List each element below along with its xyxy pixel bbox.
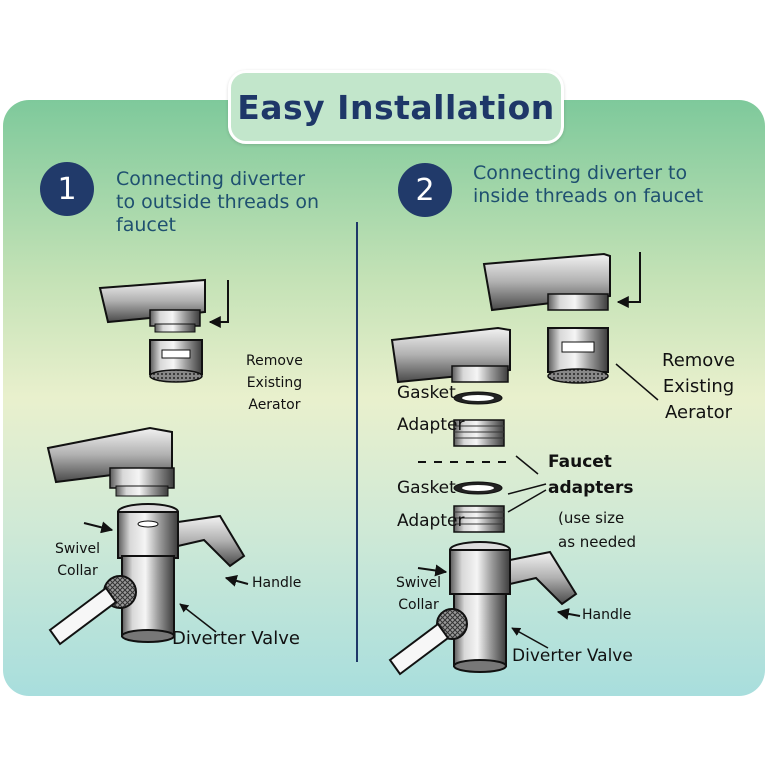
step-2-number: 2 xyxy=(415,172,435,208)
water-tube-icon xyxy=(48,586,118,646)
label-gasket-1: Gasket xyxy=(397,383,456,403)
step-1-number: 1 xyxy=(57,171,77,207)
label-swivel-collar-2: Swivel Collar xyxy=(396,575,442,613)
label-remove-aerator-1: Remove Existing Aerator xyxy=(246,353,303,413)
title-banner: Easy Installation xyxy=(228,70,564,144)
label-diverter-valve-1: Diverter Valve xyxy=(172,628,300,649)
faucet-spout-icon xyxy=(390,326,511,384)
diverter-valve-icon xyxy=(436,541,578,673)
aerator-icon xyxy=(149,339,203,383)
faucet-spout-icon xyxy=(98,278,206,333)
diverter-valve-icon xyxy=(103,503,246,643)
label-gasket-2: Gasket xyxy=(397,478,456,498)
label-use-size: (use size as needed xyxy=(558,509,637,551)
label-remove-aerator-2: Remove Existing Aerator xyxy=(662,350,736,423)
step-2-instruction: Connecting diverter to inside threads on… xyxy=(473,162,704,207)
label-adapter-1: Adapter xyxy=(397,415,465,435)
label-diverter-valve-2: Diverter Valve xyxy=(512,646,633,666)
step-1-number-badge: 1 xyxy=(40,162,94,216)
gasket-icon xyxy=(453,481,503,495)
column-divider xyxy=(356,222,358,662)
label-swivel-collar-1: Swivel Collar xyxy=(55,541,101,579)
adapter-icon xyxy=(453,505,505,533)
step-1-instruction: Connecting diverter to outside threads o… xyxy=(116,168,320,236)
aerator-icon xyxy=(547,327,609,384)
gasket-icon xyxy=(453,391,503,405)
step-2-number-badge: 2 xyxy=(398,163,452,217)
adapter-icon xyxy=(453,419,505,447)
label-adapter-2: Adapter xyxy=(397,511,465,531)
faucet-spout-icon xyxy=(482,252,611,312)
label-handle-1: Handle xyxy=(252,575,302,591)
faucet-spout-icon xyxy=(46,426,175,497)
page-title: Easy Installation xyxy=(237,87,555,127)
label-faucet-adapters: Faucet adapters xyxy=(548,452,634,498)
water-tube-icon xyxy=(388,622,450,676)
label-handle-2: Handle xyxy=(582,607,632,623)
